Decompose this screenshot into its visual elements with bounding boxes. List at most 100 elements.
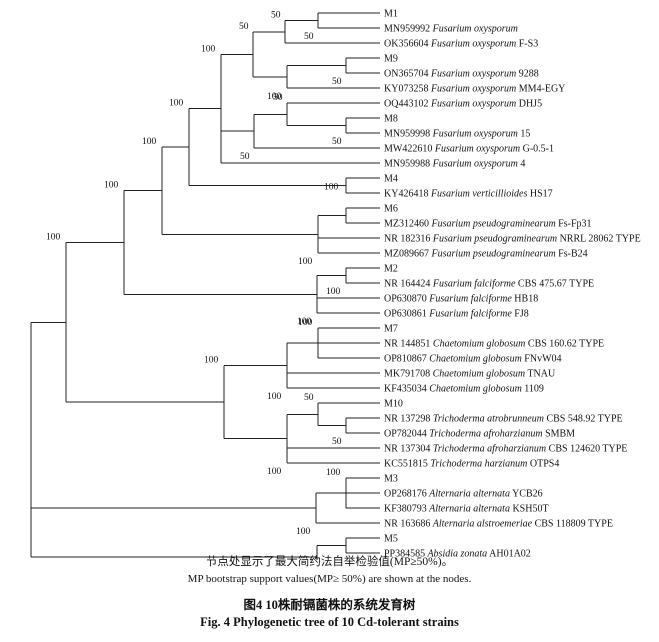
bootstrap-value: 100	[169, 99, 184, 109]
species-name: Fusarium oxysporum	[428, 39, 516, 50]
species-name: Fusarium falciforme	[430, 279, 516, 290]
accession-number: MN959992	[384, 24, 430, 35]
accession-number: MZ312460	[384, 219, 429, 230]
accession-number: M4	[384, 174, 398, 185]
taxon-label: M1	[384, 9, 398, 20]
accession-number: M5	[384, 534, 398, 545]
bootstrap-value: 50	[271, 11, 281, 21]
bootstrap-value: 100	[104, 181, 119, 191]
taxon-label: M7	[384, 324, 398, 335]
species-name: Fusarium falciforme	[427, 309, 513, 320]
bootstrap-value: 100	[298, 318, 313, 328]
taxon-label: NR 137304 Trichoderma afroharzianum CBS …	[384, 444, 627, 455]
bootstrap-value: 100	[46, 232, 61, 242]
accession-number: M9	[384, 54, 398, 65]
taxon-label: MW422610 Fusarium oxysporum G-0.5-1	[384, 144, 554, 155]
strain-id: CBS 160.62 TYPE	[525, 339, 604, 350]
taxon-label: KY073258 Fusarium oxysporum MM4-EGY	[384, 84, 565, 95]
taxon-label: M4	[384, 174, 398, 185]
strain-id: MM4-EGY	[516, 84, 565, 95]
species-name: Chaetomium globosum	[427, 354, 522, 365]
strain-id: HB18	[512, 294, 538, 305]
accession-number: OQ443102	[384, 99, 428, 110]
accession-number: OP268176	[384, 489, 427, 500]
bootstrap-value: 100	[267, 392, 282, 402]
species-name: Fusarium falciforme	[427, 294, 513, 305]
taxon-label: MZ089667 Fusarium pseudograminearum Fs-B…	[384, 249, 588, 260]
bootstrap-value: 50	[304, 32, 314, 42]
accession-number: KC551815	[384, 459, 428, 470]
species-name: Trichoderma harzianum	[428, 459, 527, 470]
caption-note-en: MP bootstrap support values(MP≥ 50%) are…	[187, 573, 472, 585]
taxon-label: NR 137298 Trichoderma atrobrunneum CBS 5…	[384, 414, 623, 425]
accession-number: OP810867	[384, 354, 427, 365]
accession-number: PP384585	[384, 549, 425, 560]
bootstrap-value: 100	[267, 92, 282, 102]
accession-number: OP782044	[384, 429, 427, 440]
taxon-label: PP384585 Absidia zonata AH01A02	[384, 549, 531, 560]
accession-number: M7	[384, 324, 398, 335]
caption-note-cn: 节点处显示了最大简约法自举检验值(MP≥50%)。	[205, 556, 454, 568]
strain-id: G-0.5-1	[520, 144, 554, 155]
bootstrap-value: 100	[201, 44, 216, 54]
bootstrap-value: 50	[332, 77, 342, 87]
taxon-label: OP782044 Trichoderma afroharzianum SMBM	[384, 429, 575, 440]
accession-number: NR 164424	[384, 279, 430, 290]
taxon-label: NR 144851 Chaetomium globosum CBS 160.62…	[384, 339, 604, 350]
strain-id: CBS 475.67 TYPE	[515, 279, 594, 290]
strain-id: CBS 548.92 TYPE	[544, 414, 623, 425]
taxon-label: KF435034 Chaetomium globosum 1109	[384, 384, 544, 395]
bootstrap-value: 100	[298, 257, 313, 267]
accession-number: M10	[384, 399, 403, 410]
species-name: Fusarium pseudograminearum	[429, 249, 556, 260]
species-name: Fusarium oxysporum	[428, 99, 516, 110]
accession-number: KF380793	[384, 504, 427, 515]
bootstrap-value: 50	[304, 393, 314, 403]
phylogenetic-tree: 5050501005050505010010010010010010010010…	[30, 9, 641, 560]
taxon-label: MK791708 Chaetomium globosum TNAU	[384, 369, 556, 380]
taxon-label: ON365704 Fusarium oxysporum 9288	[384, 69, 539, 80]
taxon-label: OK356604 Fusarium oxysporum F-S3	[384, 39, 538, 50]
species-name: Fusarium oxysporum	[430, 159, 518, 170]
species-name: Trichoderma atrobrunneum	[430, 414, 544, 425]
species-name: Fusarium pseudograminearum	[430, 234, 557, 245]
strain-id: HS17	[527, 189, 552, 200]
species-name: Chaetomium globosum	[430, 339, 525, 350]
bootstrap-value: 100	[296, 527, 311, 537]
accession-number: ON365704	[384, 69, 428, 80]
strain-id: TNAU	[525, 369, 556, 380]
strain-id: DHJ5	[516, 99, 542, 110]
species-name: Fusarium oxysporum	[430, 129, 518, 140]
accession-number: MN959998	[384, 129, 430, 140]
strain-id: FNvW04	[522, 354, 562, 365]
strain-id: F-S3	[516, 39, 538, 50]
taxon-label: MN959992 Fusarium oxysporum	[384, 24, 518, 35]
bootstrap-value: 50	[240, 152, 250, 162]
figure-title-cn: 图4 10株耐镉菌株的系统发育树	[243, 598, 416, 612]
accession-number: M6	[384, 204, 398, 215]
taxon-label: M9	[384, 54, 398, 65]
taxon-label: M2	[384, 264, 398, 275]
accession-number: M2	[384, 264, 398, 275]
accession-number: KF435034	[384, 384, 427, 395]
taxon-label: NR 182316 Fusarium pseudograminearum NRR…	[384, 234, 641, 245]
strain-id: CBS 124620 TYPE	[546, 444, 627, 455]
bootstrap-value: 100	[326, 468, 341, 478]
accession-number: OK356604	[384, 39, 428, 50]
strain-id: AH01A02	[487, 549, 531, 560]
taxon-label: KF380793 Alternaria alternata KSH50T	[384, 504, 549, 515]
taxon-label: MN959988 Fusarium oxysporum 4	[384, 159, 525, 170]
strain-id: Fs-B24	[556, 249, 588, 260]
species-name: Chaetomium globosum	[427, 384, 522, 395]
taxon-label: OP630870 Fusarium falciforme HB18	[384, 294, 538, 305]
bootstrap-value: 100	[142, 137, 157, 147]
strain-id: 1109	[522, 384, 544, 395]
figure-title-en: Fig. 4 Phylogenetic tree of 10 Cd-tolera…	[200, 615, 459, 629]
species-name: Fusarium oxysporum	[432, 144, 520, 155]
accession-number: OP630870	[384, 294, 427, 305]
accession-number: NR 137298	[384, 414, 430, 425]
species-name: Alternaria alternata	[427, 489, 510, 500]
tree-branches	[30, 12, 380, 560]
bootstrap-value: 50	[332, 437, 342, 447]
accession-number: KY426418	[384, 189, 428, 200]
